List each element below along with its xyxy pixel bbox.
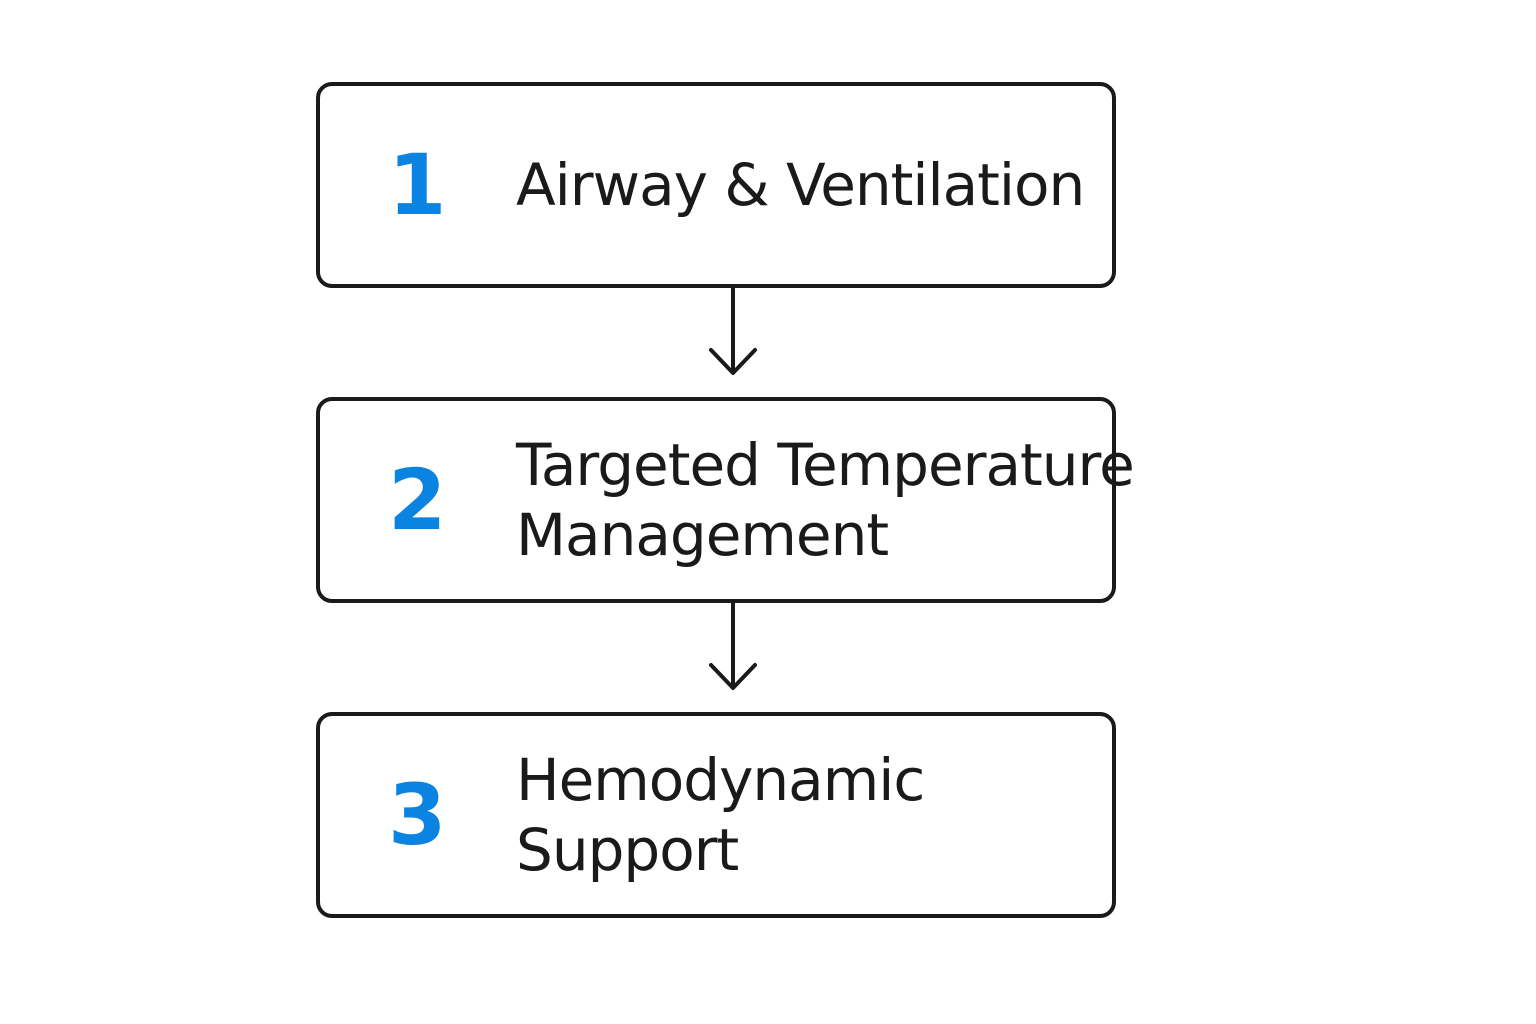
step-label-line: Airway & Ventilation — [516, 151, 1085, 219]
step-label-line: Hemodynamic — [516, 746, 925, 814]
step-label-line: Management — [516, 501, 889, 569]
step-label-line: Support — [516, 816, 739, 884]
step-number: 1 — [388, 136, 447, 234]
step-label: Targeted Temperature Management — [516, 401, 1135, 599]
step-box-hemodynamic-support: 3 Hemodynamic Support — [316, 712, 1116, 918]
step-number: 2 — [388, 451, 447, 549]
step-label-line: Targeted Temperature — [516, 431, 1135, 499]
step-box-targeted-temperature-management: 2 Targeted Temperature Management — [316, 397, 1135, 603]
step-number: 3 — [388, 766, 447, 864]
step-box-airway-ventilation: 1 Airway & Ventilation — [316, 82, 1116, 288]
step-label: Airway & Ventilation — [516, 86, 1085, 284]
step-label: Hemodynamic Support — [516, 716, 925, 914]
down-arrow-icon — [709, 288, 757, 375]
down-arrow-icon — [709, 603, 757, 690]
